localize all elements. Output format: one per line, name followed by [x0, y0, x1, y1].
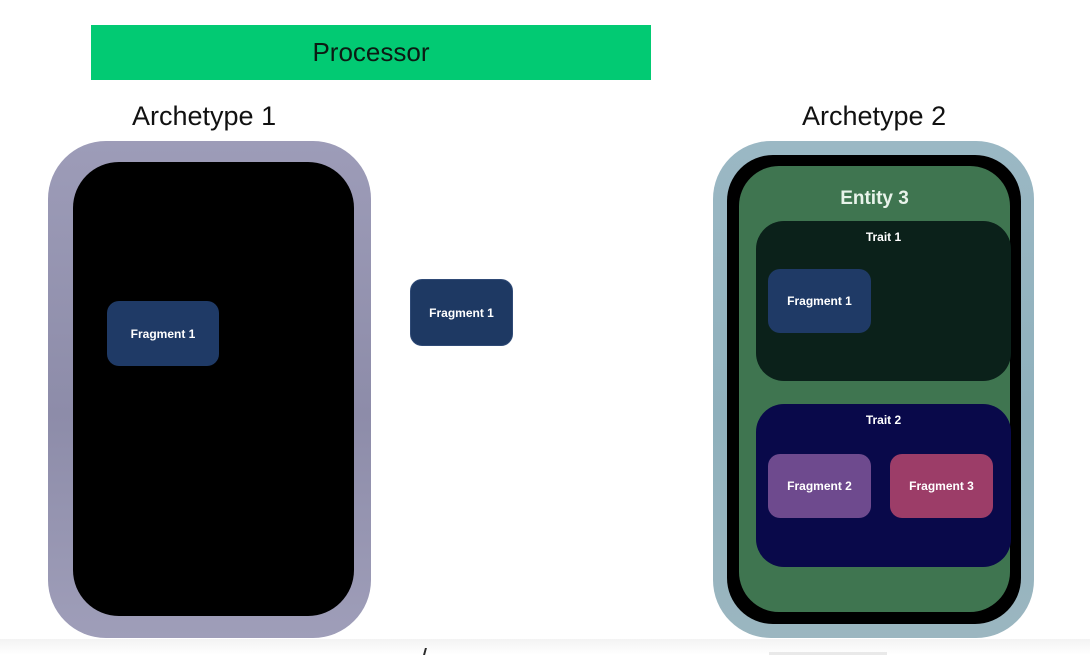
archetype-1-fragment-1: Fragment 1: [107, 301, 219, 366]
fragment-label: Fragment 1: [429, 305, 494, 320]
archetype-2-storage: Entity 3 Trait 1 Fragment 1 Trait 2 Frag…: [727, 155, 1021, 624]
fragment-label: Fragment 3: [909, 479, 974, 493]
fragment-label: Fragment 1: [787, 294, 852, 308]
processor-label: Processor: [312, 37, 430, 67]
archetype-2-container: Entity 3 Trait 1 Fragment 1 Trait 2 Frag…: [713, 141, 1034, 638]
archetype-1-title: Archetype 1: [132, 101, 277, 131]
floor-mark: [769, 652, 887, 655]
processor-bar: Processor: [91, 25, 651, 80]
entity-title: Entity 3: [840, 188, 909, 209]
moving-fragment-1: Fragment 1: [410, 279, 513, 346]
floor-shadow: [0, 639, 1090, 655]
trait-1-fragment-1: Fragment 1: [768, 269, 871, 333]
trait-title: Trait 2: [865, 413, 902, 427]
archetype-1-container: Fragment 1: [48, 141, 371, 638]
archetype-1-storage: Fragment 1: [73, 162, 354, 616]
fragment-label: Fragment 1: [130, 326, 196, 341]
entity-3: Entity 3 Trait 1 Fragment 1 Trait 2 Frag…: [739, 166, 1011, 612]
archetype-2-title: Archetype 2: [802, 101, 947, 131]
trait-2-fragment-2: Fragment 2: [768, 454, 871, 518]
fragment-label: Fragment 2: [787, 479, 852, 493]
trait-title: Trait 1: [865, 230, 902, 244]
trait-2-fragment-3: Fragment 3: [890, 454, 993, 518]
trait-1: Trait 1 Fragment 1: [756, 221, 1011, 381]
trait-2: Trait 2 Fragment 2 Fragment 3: [756, 404, 1011, 567]
